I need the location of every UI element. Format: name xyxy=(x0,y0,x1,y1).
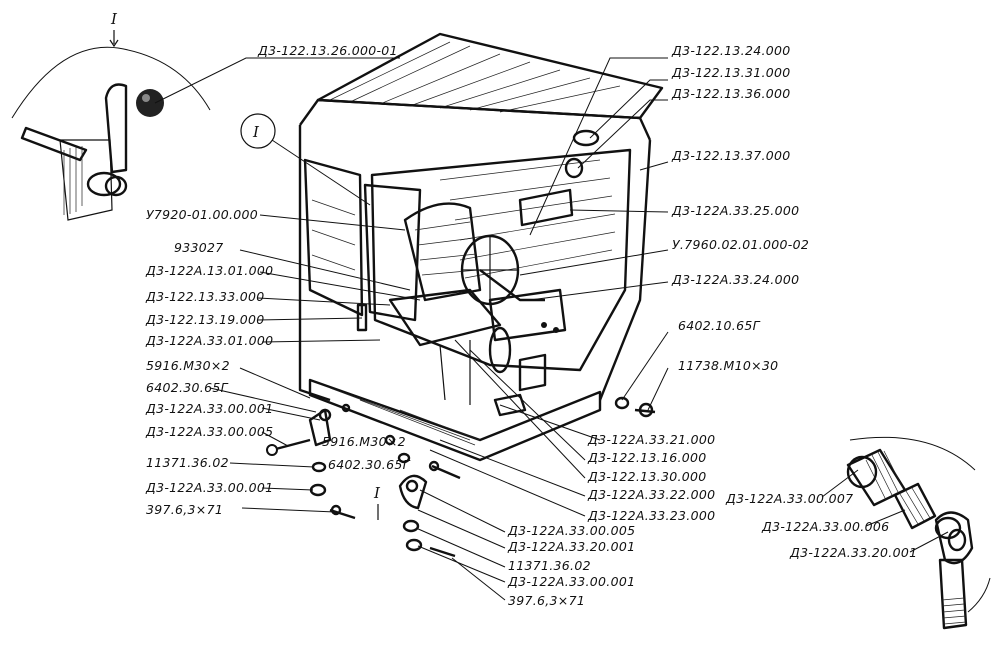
part-label: Д3-122.13.30.000 xyxy=(587,469,706,484)
part-label: Д3-122А.33.00.001 xyxy=(507,574,635,589)
part-label: 6402.30.65Г xyxy=(328,457,411,472)
detail-view-joint xyxy=(846,436,991,630)
part-label: У.7960.02.01.000-02 xyxy=(672,237,809,252)
view-mark-top-left: I xyxy=(110,10,118,28)
callout-circle xyxy=(240,113,371,206)
part-label: У7920-01.00.000 xyxy=(146,207,258,222)
part-label: Д3-122А.33.00.007 xyxy=(725,491,853,506)
part-label: Д3-122.13.19.000 xyxy=(145,312,264,327)
view-mark-callout: I xyxy=(252,123,260,141)
part-label: Д3-122А.33.00.006 xyxy=(761,519,889,534)
part-label: Д3-122А.33.24.000 xyxy=(671,272,799,287)
seat xyxy=(388,202,502,405)
part-labels: Д3-122.13.26.000-01 Д3-122.13.24.000 Д3-… xyxy=(145,43,917,608)
part-label: Д3-122А.33.22.000 xyxy=(587,487,715,502)
part-label: Д3-122А.33.25.000 xyxy=(671,203,799,218)
part-label: Д3-122.13.31.000 xyxy=(671,65,790,80)
part-label: Д3-122.13.33.000 xyxy=(145,289,264,304)
cab-body xyxy=(298,32,664,462)
part-label: Д3-122А.33.20.001 xyxy=(507,539,635,554)
part-label: 397.6,3×71 xyxy=(146,502,223,517)
part-label: 397.6,3×71 xyxy=(508,593,585,608)
part-label: 11371.36.02 xyxy=(146,455,229,470)
part-label: Д3-122.13.36.000 xyxy=(671,86,790,101)
part-label: 5916.М30×2 xyxy=(322,434,406,449)
part-label: 6402.10.65Г xyxy=(678,318,761,333)
part-label: Д3-122.13.37.000 xyxy=(671,148,790,163)
leader-lines xyxy=(154,57,949,601)
part-label: 11371.36.02 xyxy=(508,558,591,573)
detail-view-lever xyxy=(11,46,211,221)
hardware xyxy=(266,396,656,558)
part-label: Д3-122А.33.00.001 xyxy=(145,480,273,495)
part-label: 933027 xyxy=(174,240,224,255)
view-mark-bottom: I xyxy=(373,484,381,502)
part-label: Д3-122А.33.21.000 xyxy=(587,432,715,447)
part-label: 5916.М30×2 xyxy=(146,358,230,373)
part-label: Д3-122А.33.00.005 xyxy=(145,424,273,439)
part-label: Д3-122А.13.01.000 xyxy=(145,263,273,278)
part-label: Д3-122А.33.23.000 xyxy=(587,508,715,523)
part-label: Д3-122.13.24.000 xyxy=(671,43,790,58)
part-label: 11738.М10×30 xyxy=(678,358,778,373)
part-label: 6402.30.65Г xyxy=(146,380,229,395)
part-label: Д3-122А.33.01.000 xyxy=(145,333,273,348)
part-label: Д3-122А.33.00.005 xyxy=(507,523,635,538)
cab-parts xyxy=(356,129,600,417)
part-label: Д3-122.13.26.000-01 xyxy=(257,43,398,58)
part-label: Д3-122А.33.00.001 xyxy=(145,401,273,416)
part-label: Д3-122А.33.20.001 xyxy=(789,545,917,560)
part-label: Д3-122.13.16.000 xyxy=(587,450,706,465)
